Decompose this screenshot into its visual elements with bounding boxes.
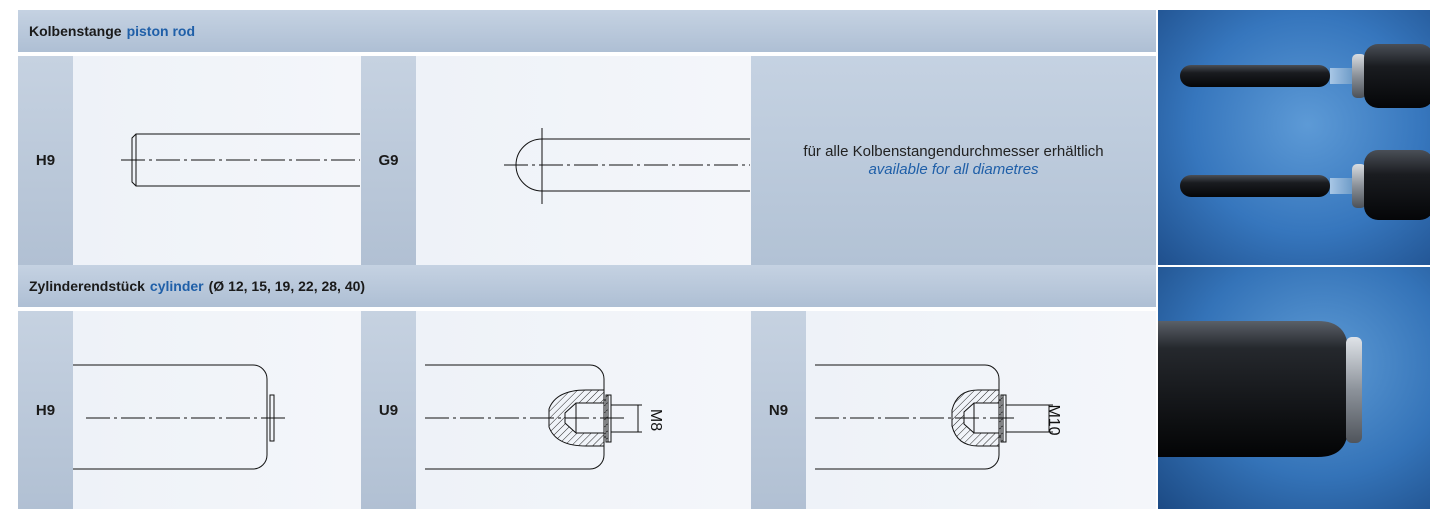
piston-g9-drawing-cell <box>416 56 751 265</box>
piston-rod-photo-drawing <box>1180 44 1430 220</box>
cylinder-h9-drawing <box>73 364 288 470</box>
cylinder-n9-label: N9 <box>751 311 806 509</box>
piston-h9-drawing <box>121 133 360 187</box>
cylinder-photo <box>1158 267 1430 509</box>
cylinder-u9-label: U9 <box>361 311 416 509</box>
piston-rod-photo <box>1158 10 1430 265</box>
cylinder-u9-drawing <box>425 364 642 470</box>
piston-availability-note: für alle Kolbenstangendurchmesser erhält… <box>751 56 1156 265</box>
cylinder-header: Zylinderendstück cylinder (Ø 12, 15, 19,… <box>18 265 1156 309</box>
piston-rod-header: Kolbenstange piston rod <box>18 10 1156 54</box>
end-fitting-table: Kolbenstange piston rod H9 G9 für alle K… <box>18 10 1156 509</box>
cylinder-photo-drawing <box>1158 321 1362 457</box>
availability-note-en: available for all diametres <box>868 161 1039 178</box>
piston-g9-drawing <box>504 128 750 204</box>
cylinder-title-en: cylinder <box>149 278 204 294</box>
piston-rod-title-de: Kolbenstange <box>29 23 122 39</box>
n9-thread-label: M10 <box>1045 404 1062 436</box>
piston-g9-code: G9 <box>378 152 399 169</box>
piston-h9-label: H9 <box>18 56 73 265</box>
piston-rod-title-en: piston rod <box>126 23 196 39</box>
piston-h9-code: H9 <box>35 152 56 169</box>
u9-thread-label: M8 <box>647 408 664 432</box>
cylinder-n9-code: N9 <box>768 401 789 419</box>
cylinder-n9-drawing-cell: M10 <box>806 311 1156 509</box>
piston-h9-drawing-cell <box>73 56 361 265</box>
availability-note-de: für alle Kolbenstangendurchmesser erhält… <box>803 143 1104 160</box>
cylinder-u9-code: U9 <box>378 401 399 419</box>
cylinder-h9-drawing-cell <box>73 311 361 509</box>
cylinder-h9-code: H9 <box>35 401 56 419</box>
cylinder-diameters: (Ø 12, 15, 19, 22, 28, 40) <box>208 278 366 294</box>
piston-g9-label: G9 <box>361 56 416 265</box>
cylinder-h9-label: H9 <box>18 311 73 509</box>
cylinder-title-de: Zylinderendstück <box>29 278 145 294</box>
cropped-page-heading <box>0 0 1430 10</box>
cylinder-u9-drawing-cell: M8 <box>416 311 751 509</box>
cylinder-n9-drawing <box>815 364 1053 470</box>
